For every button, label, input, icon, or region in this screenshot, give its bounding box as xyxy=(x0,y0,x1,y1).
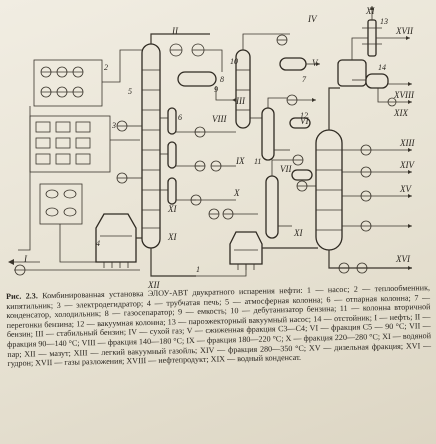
stream-label-XV: XV xyxy=(399,184,412,194)
stream-label-IV: IV xyxy=(307,14,318,24)
tube-furnace-left xyxy=(95,213,137,268)
heat-exchanger-bank-top xyxy=(33,59,103,107)
stream-label-XVII: XVII xyxy=(395,26,414,36)
stream-label-X: X xyxy=(233,188,240,198)
stripping-columns xyxy=(167,107,177,205)
equipment-label-11: 11 xyxy=(254,157,261,166)
equipment-label-6: 6 xyxy=(178,113,182,122)
equipment-label-9: 9 xyxy=(214,85,218,94)
figure-caption: Рис. 2.3. Комбинированная установка ЭЛОУ… xyxy=(6,283,433,442)
equipment-label-12: 12 xyxy=(300,111,308,120)
stream-label-V: V xyxy=(312,58,319,68)
overhead-condenser-left xyxy=(169,43,205,57)
equipment-label-2: 2 xyxy=(104,63,108,72)
equipment-label-8: 8 xyxy=(220,75,224,84)
stream-label-IX: IX xyxy=(235,156,245,166)
stream-label-II: II xyxy=(171,26,179,36)
equipment-label-1: 1 xyxy=(196,265,200,274)
stream-label-XIII: XIII xyxy=(399,138,415,148)
gas-separator xyxy=(279,57,307,71)
stream-label-VII: VII xyxy=(280,164,292,174)
electrodehydrators xyxy=(39,183,83,225)
stream-label-XII: XII xyxy=(147,280,160,290)
stream-label-VI: VI xyxy=(300,116,309,126)
vacuum-bottoms-pumps xyxy=(338,262,368,274)
debutanizer-column xyxy=(235,49,251,129)
flow-arrows xyxy=(8,6,412,270)
process-flow-diagram: I II III IV V VI VII VIII IX X XI XI XI … xyxy=(8,6,415,290)
equipment-label-7: 7 xyxy=(302,75,307,84)
crude-pump xyxy=(14,264,26,276)
atmospheric-column xyxy=(141,43,161,249)
side-exchangers xyxy=(190,126,234,220)
stream-label-XVIII: XVIII xyxy=(393,90,415,100)
settler xyxy=(365,73,389,89)
stream-label-XI-left: XI xyxy=(167,204,177,214)
equipment-label-4: 4 xyxy=(96,239,100,248)
stream-label-XIV: XIV xyxy=(399,160,415,170)
stream-label-I: I xyxy=(23,254,28,264)
secondary-distillation-columns xyxy=(261,107,279,239)
reflux-drum-left xyxy=(177,71,217,87)
stream-label-XVI: XVI xyxy=(395,254,411,264)
stream-label-XI-right: XI xyxy=(293,228,303,238)
equipment-label-10: 10 xyxy=(230,57,238,66)
equipment-label-5: 5 xyxy=(128,87,132,96)
equipment-label-13: 13 xyxy=(380,17,388,26)
vacuum-column xyxy=(315,129,343,251)
equipment-label-3: 3 xyxy=(111,121,116,130)
stream-label-XI-furnace: XI xyxy=(167,232,177,242)
barometric-condenser xyxy=(337,59,367,87)
secondary-drums xyxy=(289,117,313,181)
heat-exchanger-bank-middle xyxy=(29,115,111,173)
stream-label-XI-top: XI xyxy=(365,6,375,16)
equipment-label-14: 14 xyxy=(378,63,386,72)
feed-exchangers xyxy=(116,120,128,184)
stream-label-VIII: VIII xyxy=(212,114,227,124)
equipment-labels: 1 2 3 4 5 6 7 8 9 10 11 12 13 14 xyxy=(96,17,388,274)
debutanizer-condenser xyxy=(276,34,288,46)
stream-label-XIX: XIX xyxy=(393,108,408,118)
stream-labels: I II III IV V VI VII VIII IX X XI XI XI … xyxy=(23,6,415,290)
stream-label-III: III xyxy=(235,96,246,106)
figure-number: Рис. 2.3. xyxy=(6,291,38,301)
vacuum-side-exchangers xyxy=(360,144,372,232)
